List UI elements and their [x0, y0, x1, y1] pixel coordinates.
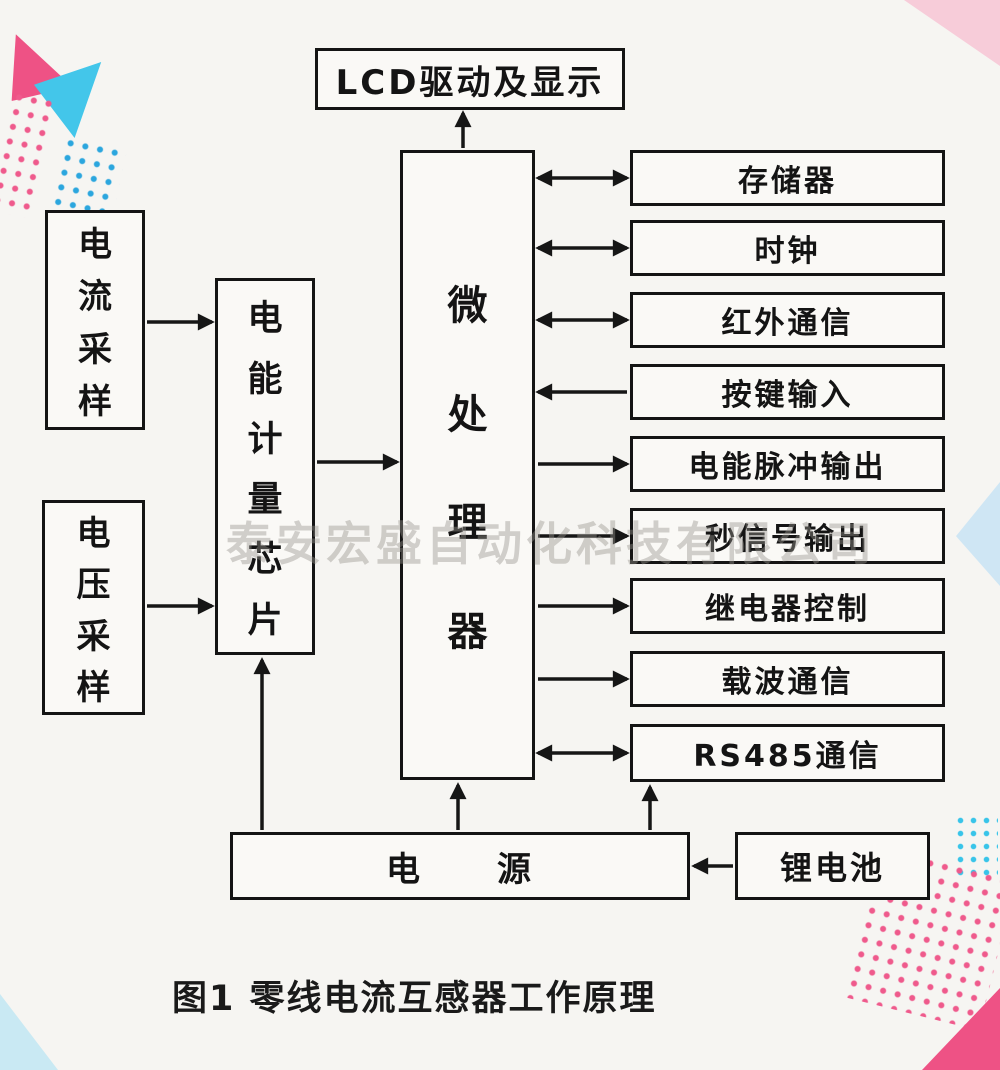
node-second-signal-output: 秒信号输出 [630, 508, 945, 564]
node-label-voltage-sampling: 电压采样 [76, 513, 111, 709]
node-carrier-communication: 载波通信 [630, 651, 945, 707]
node-label-key-input: 按键输入 [721, 378, 854, 413]
node-key-input: 按键输入 [630, 364, 945, 420]
node-microprocessor: 微处理器 [400, 150, 535, 780]
node-infrared-communication: 红外通信 [630, 292, 945, 348]
node-voltage-sampling: 电压采样 [42, 500, 145, 715]
node-energy-metering-chip: 电能计量芯片 [215, 278, 315, 655]
node-label-relay-control: 继电器控制 [705, 592, 870, 627]
node-memory: 存储器 [630, 150, 945, 206]
node-label-carrier-comm: 载波通信 [721, 665, 854, 700]
node-label-microprocessor: 微处理器 [447, 283, 488, 655]
node-label-memory: 存储器 [738, 164, 837, 199]
node-relay-control: 继电器控制 [630, 578, 945, 634]
node-power-supply: 电 源 [230, 832, 690, 900]
node-label-battery: 锂电池 [779, 849, 885, 887]
node-lithium-battery: 锂电池 [735, 832, 930, 900]
node-label-clock: 时钟 [754, 234, 821, 269]
node-clock: 时钟 [630, 220, 945, 276]
node-label-lcd: LCD驱动及显示 [335, 62, 605, 103]
node-current-sampling: 电流采样 [45, 210, 145, 430]
node-label-current-sampling: 电流采样 [78, 224, 112, 423]
node-label-infrared: 红外通信 [721, 306, 854, 341]
node-lcd-display: LCD驱动及显示 [315, 48, 625, 110]
node-label-rs485: RS485通信 [693, 739, 882, 774]
node-energy-pulse-output: 电能脉冲输出 [630, 436, 945, 492]
node-rs485-communication: RS485通信 [630, 724, 945, 782]
figure-caption: 图1 零线电流互感器工作原理 [172, 979, 657, 1019]
node-label-power: 电 源 [386, 849, 534, 890]
node-label-second-signal: 秒信号输出 [705, 522, 870, 557]
node-label-metering-chip: 电能计量芯片 [247, 299, 283, 641]
node-label-pulse-output: 电能脉冲输出 [688, 450, 887, 485]
